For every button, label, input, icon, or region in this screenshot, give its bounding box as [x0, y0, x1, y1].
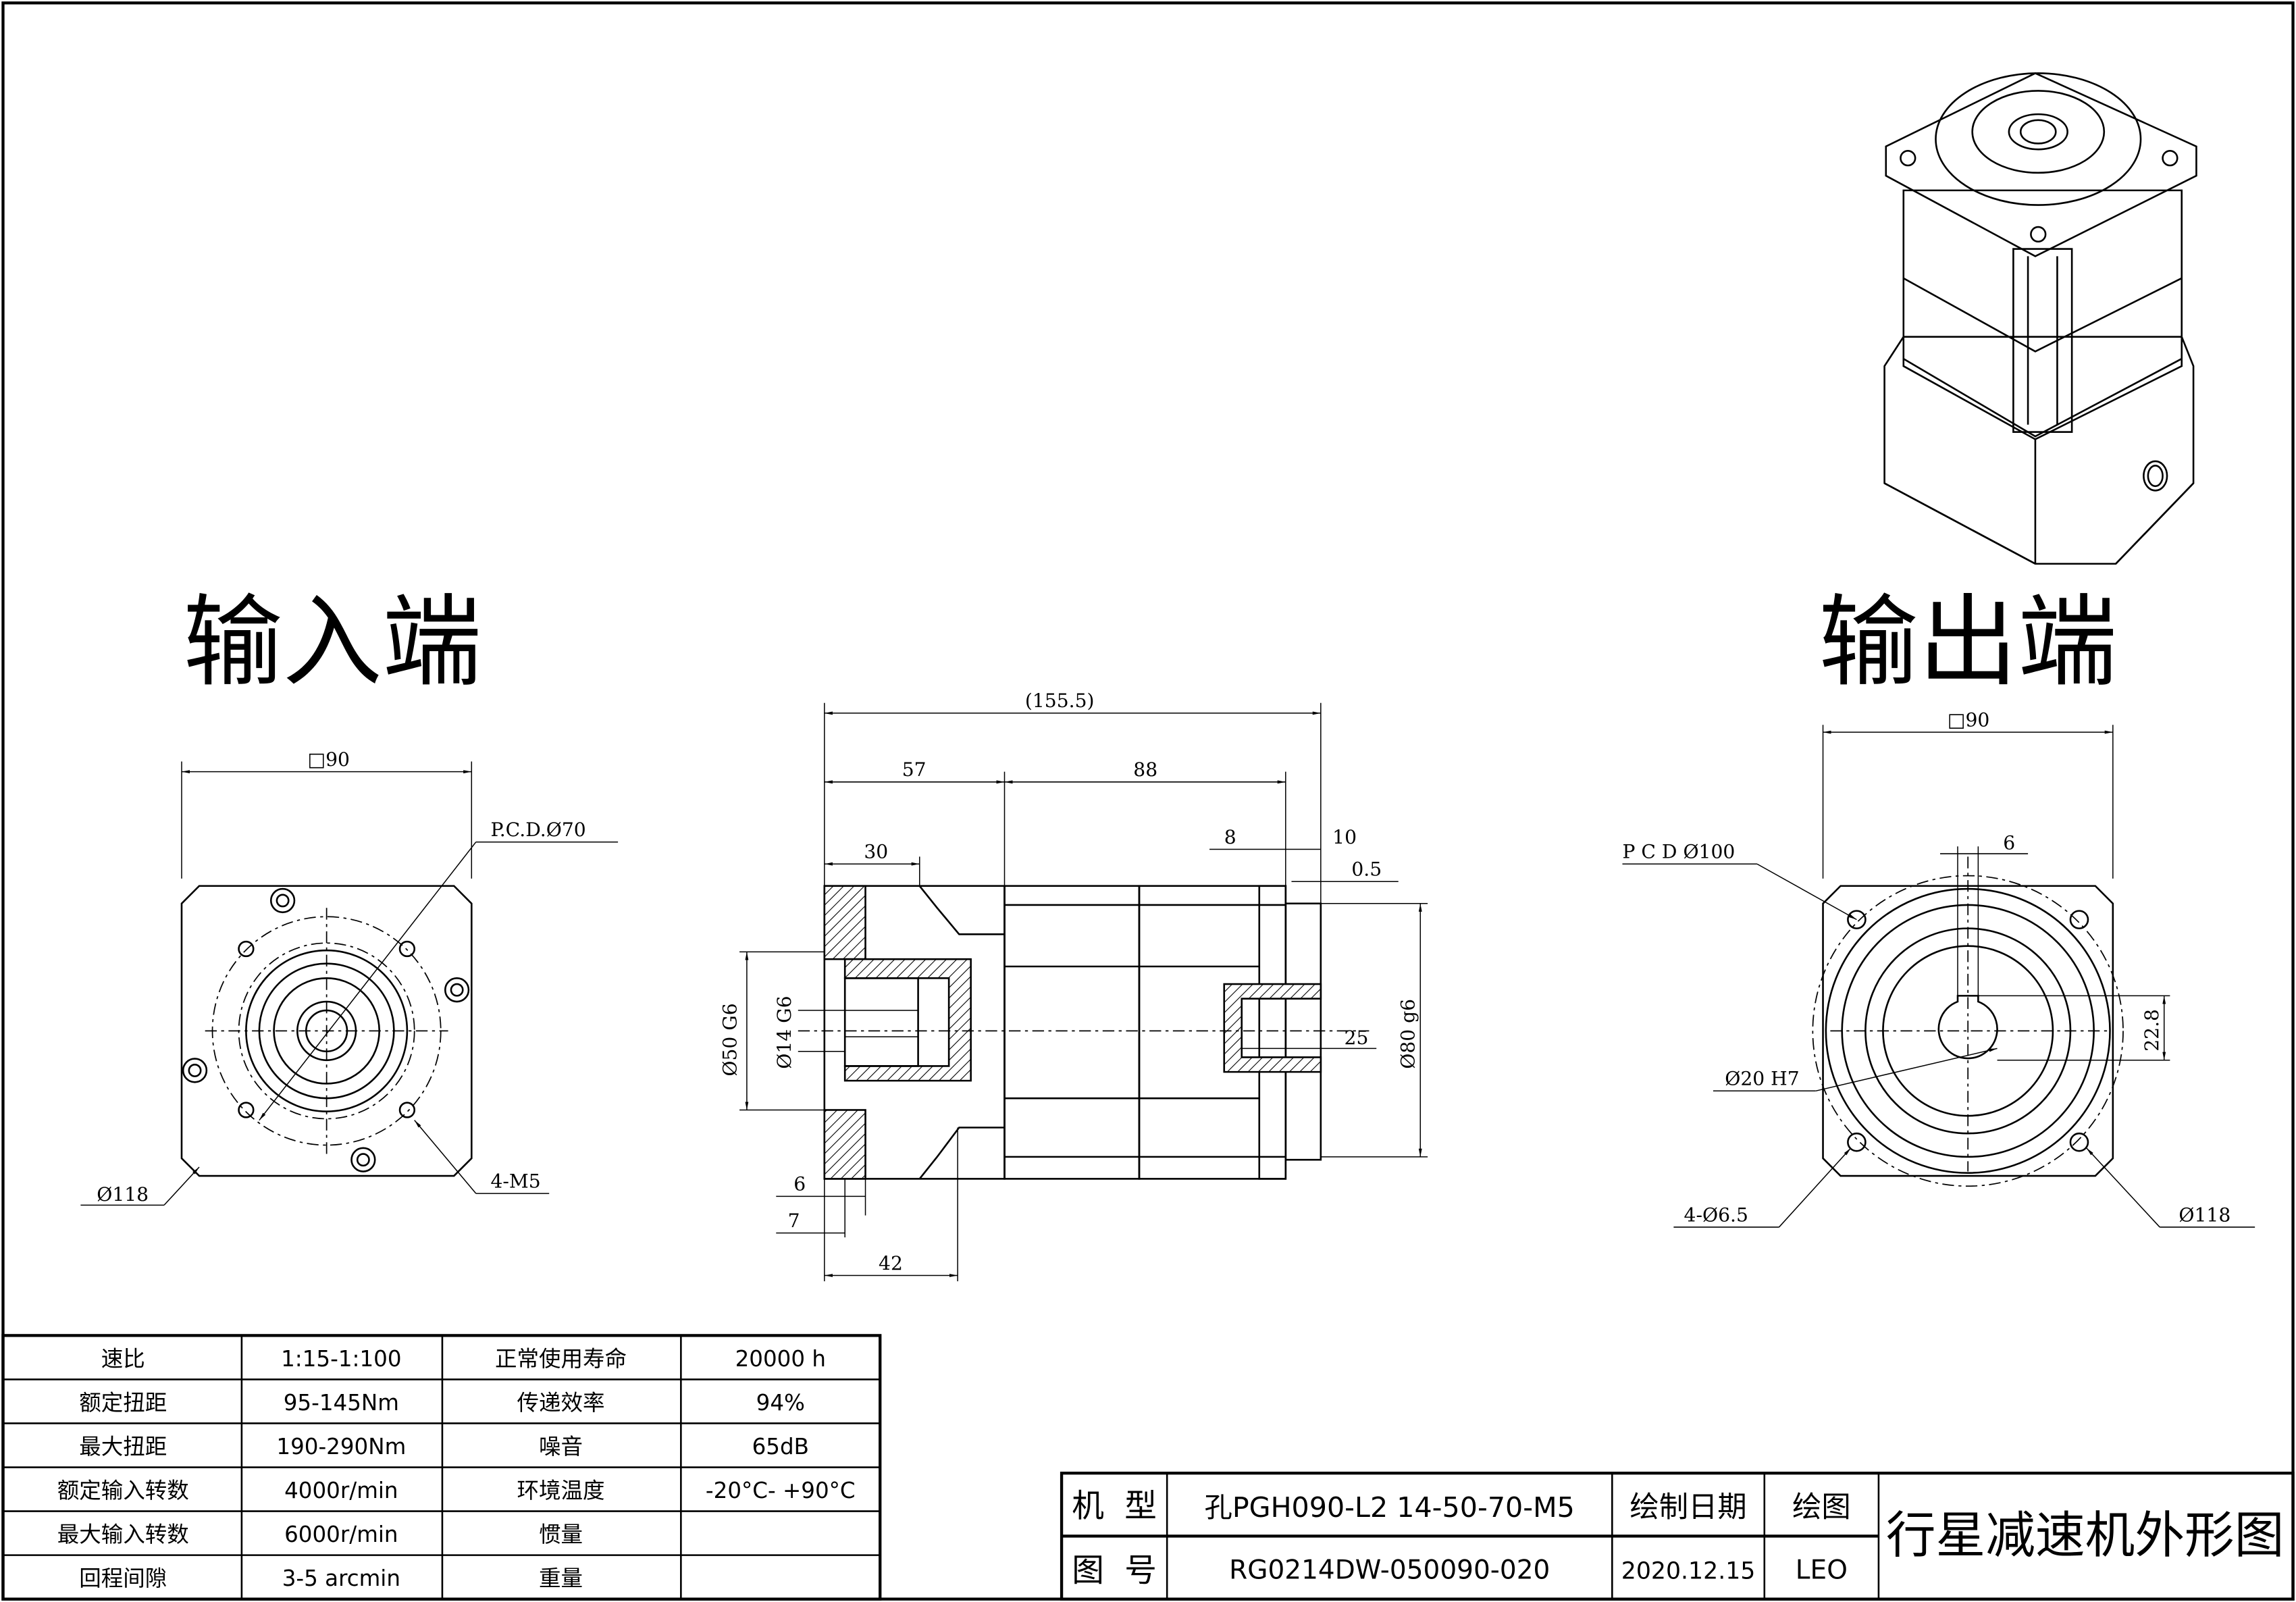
isometric-view	[1883, 72, 2197, 565]
spec-cell: 65dB	[752, 1434, 809, 1459]
dim-25: 25	[1345, 1027, 1369, 1049]
output-bore-dim: Ø20 H7	[1725, 1068, 1799, 1090]
output-end-label: 输出端	[1819, 584, 2117, 700]
output-keyway-dim: 22.8	[2141, 1009, 2163, 1052]
spec-cell: 噪音	[539, 1434, 583, 1459]
spec-cell: 正常使用寿命	[495, 1346, 627, 1372]
dim-88: 88	[1133, 758, 1157, 781]
drawer-value: LEO	[1796, 1555, 1848, 1585]
title-block: 机 型 孔PGH090-L2 14-50-70-M5 绘制日期 绘图 图 号 R…	[1060, 1472, 2295, 1601]
spec-cell: 重量	[539, 1566, 583, 1591]
dim-7: 7	[788, 1210, 800, 1232]
input-pcd-dim: P.C.D.Ø70	[490, 819, 585, 841]
dim-50-g6: Ø50 G6	[719, 1003, 741, 1076]
dim-0-5: 0.5	[1351, 858, 1382, 881]
spec-cell: 4000r/min	[284, 1478, 398, 1503]
dim-10: 10	[1332, 826, 1357, 848]
spec-cell: 6000r/min	[284, 1522, 398, 1547]
spec-cell: 速比	[101, 1346, 145, 1372]
output-holes-dim: 4-Ø6.5	[1684, 1204, 1748, 1226]
drawing-no-label: 图 号	[1072, 1553, 1157, 1590]
total-length-dim: (155.5)	[1025, 690, 1095, 712]
output-outer-dia-dim: Ø118	[2178, 1204, 2230, 1226]
spec-cell: 最大输入转数	[57, 1522, 189, 1547]
dim-80-g6: Ø80 g6	[1397, 999, 1419, 1069]
input-end-label: 输入端	[183, 584, 481, 700]
spec-cell: 额定扭距	[79, 1390, 167, 1416]
spec-table: 速比 1:15-1:100 正常使用寿命 20000 h 额定扭距 95-145…	[1, 1334, 882, 1601]
dim-42: 42	[879, 1252, 903, 1274]
spec-cell: 95-145Nm	[284, 1390, 399, 1416]
model-label: 机 型	[1072, 1488, 1157, 1525]
dim-8: 8	[1224, 826, 1236, 848]
spec-cell: 惯量	[539, 1522, 583, 1547]
drawing-title: 行星减速机外形图	[1886, 1507, 2285, 1564]
spec-cell: 3-5 arcmin	[282, 1566, 400, 1591]
spec-cell: 传递效率	[517, 1390, 605, 1416]
spec-cell: 最大扭距	[79, 1434, 167, 1459]
input-outer-dia-dim: Ø118	[97, 1183, 149, 1206]
spec-cell: -20°C- +90°C	[706, 1478, 856, 1503]
output-key-dim: 6	[2003, 832, 2015, 854]
output-end-view: □90 P C D Ø100 6 22.8 Ø20 H7 4-Ø6.5 Ø118	[1622, 708, 2255, 1228]
spec-cell: 回程间隙	[79, 1566, 167, 1591]
spec-cell: 20000 h	[735, 1346, 826, 1372]
output-square-dim: □90	[1948, 708, 1989, 731]
input-square-dim: □90	[307, 748, 349, 771]
side-section-view: (155.5) 57 88 30 8 10 0.5 Ø50 G6 Ø14 G6 …	[719, 690, 1428, 1282]
drawing-no-value: RG0214DW-050090-020	[1229, 1555, 1550, 1585]
dim-6: 6	[793, 1173, 806, 1195]
dim-57: 57	[902, 758, 927, 781]
output-pcd-dim: P C D Ø100	[1622, 841, 1735, 863]
date-value: 2020.12.15	[1621, 1557, 1756, 1584]
spec-cell: 1:15-1:100	[281, 1346, 401, 1372]
dim-14-g6: Ø14 G6	[773, 996, 795, 1068]
spec-cell: 额定输入转数	[57, 1478, 189, 1503]
date-label: 绘制日期	[1629, 1491, 1746, 1524]
spec-cell: 94%	[756, 1390, 805, 1416]
spec-cell: 190-290Nm	[276, 1434, 406, 1459]
drawer-label: 绘图	[1792, 1491, 1851, 1524]
dim-30: 30	[864, 841, 888, 863]
input-holes-dim: 4-M5	[490, 1170, 540, 1192]
spec-cell: 环境温度	[517, 1478, 605, 1503]
model-value: 孔PGH090-L2 14-50-70-M5	[1205, 1491, 1575, 1524]
input-end-view: □90 P.C.D.Ø70 Ø118 4-M5	[80, 748, 619, 1206]
